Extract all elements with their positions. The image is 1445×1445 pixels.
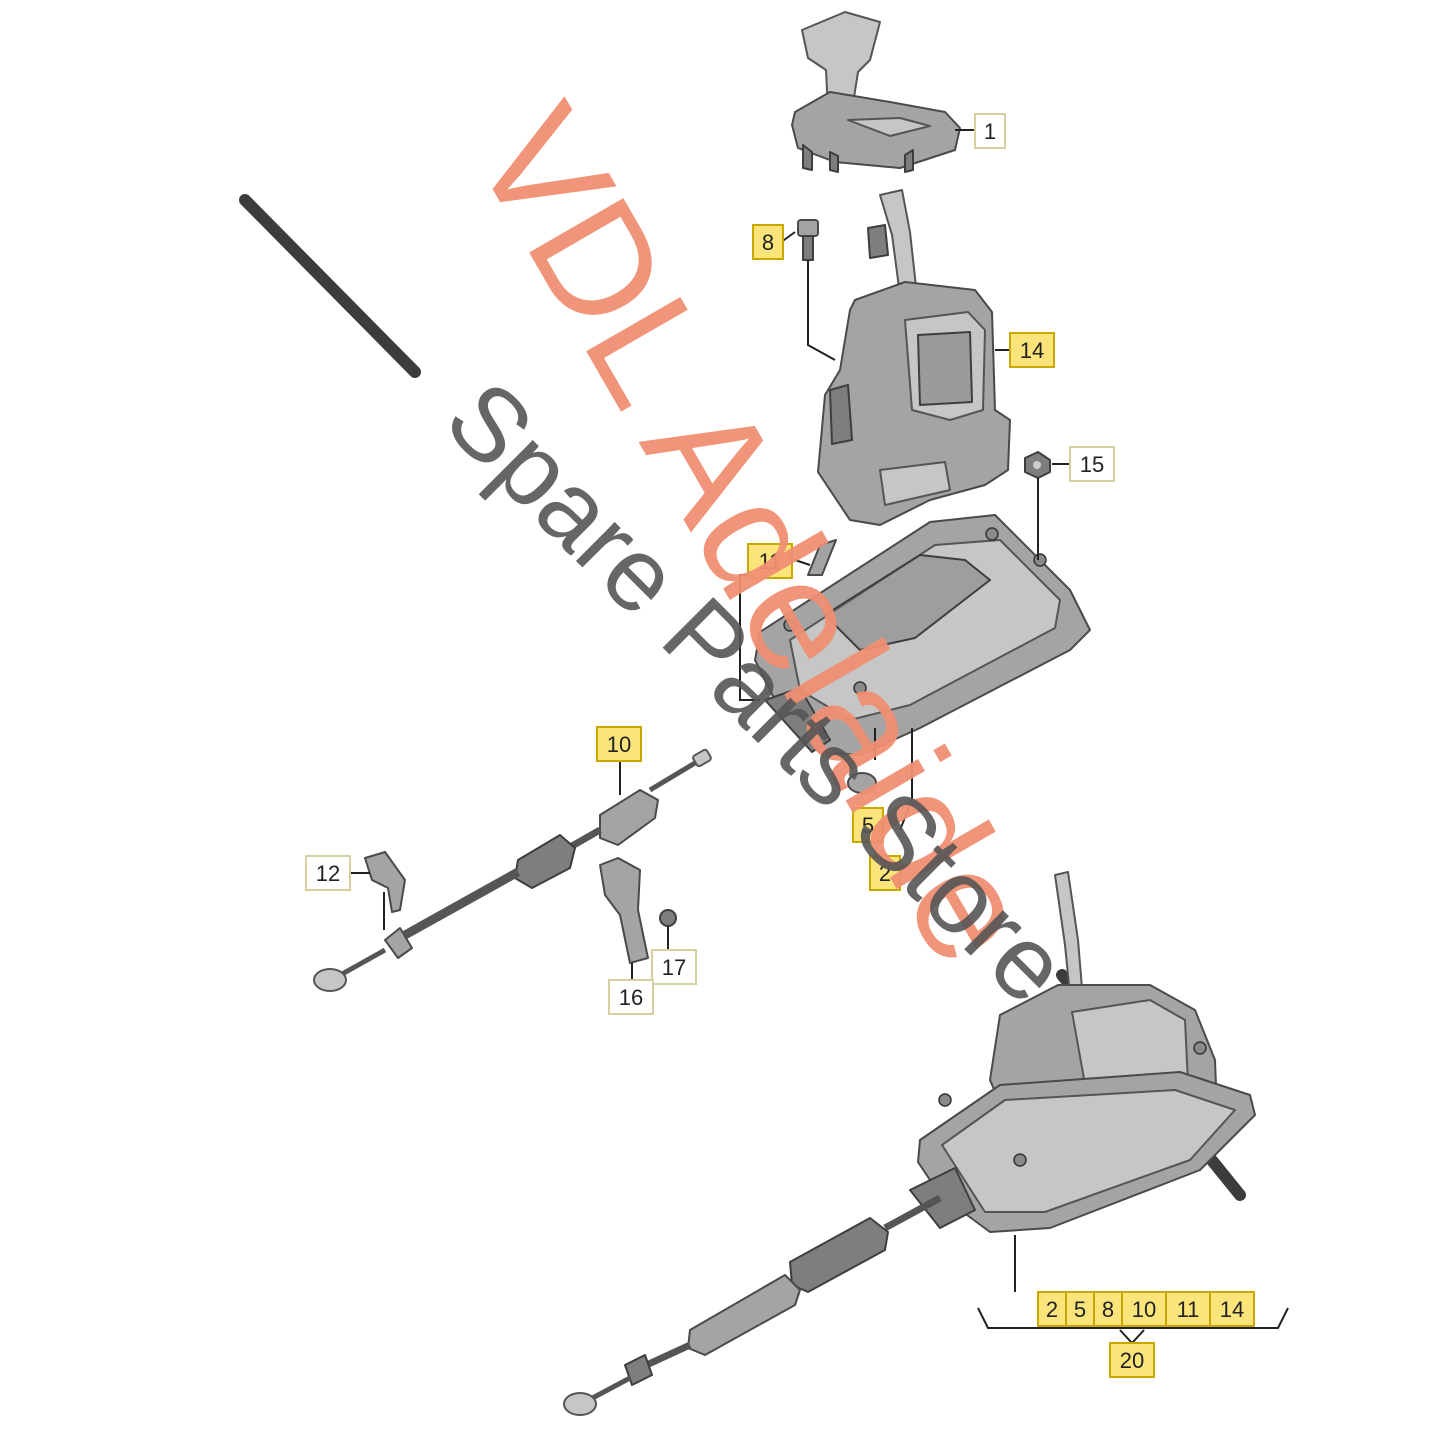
svg-text:16: 16: [619, 985, 643, 1010]
nut-part: [1024, 451, 1051, 479]
svg-text:11: 11: [759, 549, 782, 574]
clip-part: [807, 539, 837, 576]
svg-text:14: 14: [1020, 338, 1044, 363]
svg-text:12: 12: [316, 861, 340, 886]
callout-16: 16: [608, 979, 654, 1015]
svg-text:8: 8: [1102, 1297, 1114, 1322]
callout-10: 10: [596, 726, 642, 762]
callout-17: 17: [651, 949, 697, 985]
bracket-part: [599, 857, 649, 964]
svg-text:1: 1: [984, 119, 996, 144]
svg-text:2: 2: [879, 861, 891, 886]
base-plate-part: [754, 514, 1091, 756]
shift-knob-part: [791, 11, 961, 173]
assembly-part: [563, 871, 1256, 1416]
svg-text:5: 5: [862, 813, 874, 838]
callout-20: 20: [1109, 1342, 1155, 1378]
bolt-part: [797, 219, 819, 261]
callout-8: 8: [752, 224, 784, 260]
diagonal-stroke-left: [239, 194, 421, 378]
bracket-clip-part: [364, 851, 406, 913]
svg-text:14: 14: [1220, 1297, 1244, 1322]
callout-12: 12: [305, 855, 351, 891]
svg-text:20: 20: [1120, 1348, 1144, 1373]
svg-text:8: 8: [762, 230, 774, 255]
svg-text:15: 15: [1080, 452, 1104, 477]
svg-text:5: 5: [1074, 1297, 1086, 1322]
callout-11: 11: [747, 543, 793, 579]
svg-text:10: 10: [1132, 1297, 1156, 1322]
svg-text:17: 17: [662, 955, 686, 980]
callout-5: 5: [852, 807, 884, 843]
callout-15: 15: [1069, 446, 1115, 482]
callout-14: 14: [1009, 332, 1055, 368]
grommet-part: [847, 772, 877, 794]
selector-cable-part: [313, 748, 712, 992]
callout-1: 1: [974, 113, 1006, 149]
svg-text:10: 10: [607, 732, 631, 757]
assembly-callout-row: 2 5 8 10 11 14: [1037, 1291, 1255, 1327]
callout-2: 2: [869, 855, 901, 891]
svg-text:2: 2: [1046, 1297, 1058, 1322]
selector-mechanism-part: [817, 189, 1011, 526]
svg-text:11: 11: [1177, 1297, 1200, 1322]
small-nut-part: [659, 909, 677, 927]
